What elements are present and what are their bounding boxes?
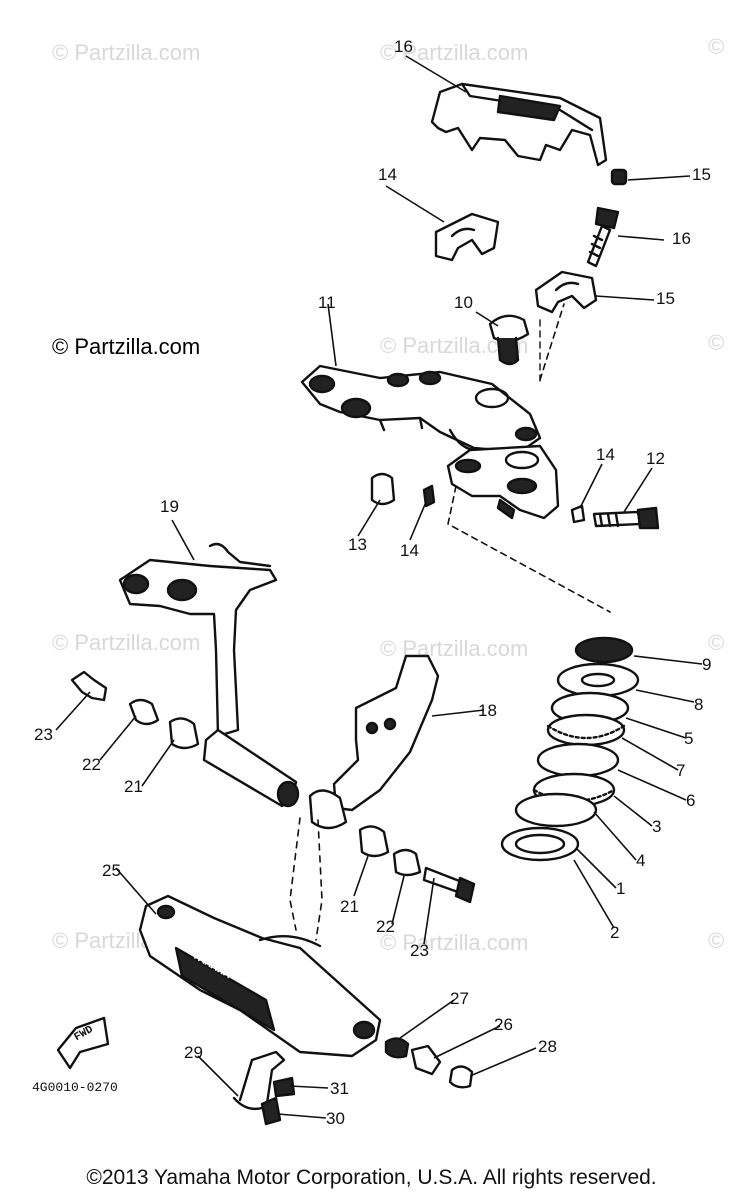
callout-22: 22 [376, 917, 395, 936]
callout-6: 6 [686, 791, 696, 810]
callout-16: 16 [672, 229, 691, 248]
drawing-code: 4G0010-0270 [32, 1080, 118, 1095]
washer-part [570, 504, 586, 524]
callout-7: 7 [676, 761, 686, 780]
callout-26: 26 [494, 1015, 513, 1034]
watermark: © Partzilla.com [52, 40, 201, 65]
callout-15: 15 [656, 289, 675, 308]
handle-holder-part [534, 270, 598, 314]
collar-part [392, 848, 422, 877]
callout-13: 13 [348, 535, 367, 554]
callout-12: 12 [646, 449, 665, 468]
watermark: © [708, 34, 725, 59]
callout-3: 3 [652, 817, 662, 836]
callout-9: 9 [702, 655, 712, 674]
watermark: © [708, 928, 725, 953]
callout-24: 23 [34, 725, 53, 744]
footrest-bracket-part [118, 542, 278, 738]
callout-22: 22 [82, 755, 101, 774]
watermark: © Partzilla.com [380, 930, 529, 955]
callout-21: 21 [340, 897, 359, 916]
callout-15: 14 [378, 165, 397, 184]
clip-assembly [232, 1050, 296, 1126]
collar-part [128, 698, 160, 726]
small-nut-part [610, 168, 628, 186]
bushing-part [168, 717, 200, 750]
bolt-part [592, 506, 660, 530]
callout-25: 25 [102, 861, 121, 880]
bolt-part [70, 670, 108, 702]
steering-bearing-stack [500, 636, 640, 862]
leader-lines [55, 55, 703, 1119]
callout-20: 19 [160, 497, 179, 516]
bushing-part [358, 825, 390, 858]
bolt-part [448, 1065, 474, 1089]
upper-bracket-part [300, 364, 542, 454]
footrest-bracket-part [308, 654, 440, 830]
callout-27: 27 [450, 989, 469, 1008]
callout-19: 18 [478, 701, 497, 720]
callout-1: 1 [616, 879, 626, 898]
washer-part [422, 484, 436, 508]
callout-8: 8 [694, 695, 704, 714]
callout-5: 5 [684, 729, 694, 748]
under-bracket-part [138, 894, 382, 1058]
pivot-rod-part [202, 728, 300, 808]
callout-31: 31 [330, 1079, 349, 1098]
bolt-part [410, 1044, 442, 1076]
callout-23: 23 [410, 941, 429, 960]
cap-nut-part [370, 472, 396, 506]
bolt-part [586, 206, 620, 268]
watermark: © [708, 630, 725, 655]
cap-bolt-part [488, 314, 530, 366]
handle-holder-part [434, 212, 500, 262]
callout-10: 10 [454, 293, 473, 312]
callout-14: 14 [400, 541, 419, 560]
callout-18: 16 [394, 37, 413, 56]
callout-28: 28 [538, 1037, 557, 1056]
watermark: © Partzilla.com [52, 630, 201, 655]
fwd-arrow [56, 1016, 110, 1070]
callout-14: 14 [596, 445, 615, 464]
callout-17: 15 [692, 165, 711, 184]
callout-30: 30 [326, 1109, 345, 1128]
steering-stem-bracket-part [446, 444, 560, 520]
washer-part [384, 1037, 410, 1059]
callout-29: 29 [184, 1043, 203, 1062]
copyright-footer: ©2013 Yamaha Motor Corporation, U.S.A. A… [86, 1166, 657, 1189]
callout-11: 11 [318, 293, 336, 312]
callout-2: 2 [610, 923, 620, 942]
watermark: © [708, 330, 725, 355]
callout-4: 4 [636, 851, 646, 870]
callout-21: 21 [124, 777, 143, 796]
handle-cover-part [430, 82, 608, 167]
watermark: © Partzilla.com [380, 40, 529, 65]
bolt-part [422, 866, 476, 904]
watermark-prominent: © Partzilla.com [52, 334, 201, 359]
